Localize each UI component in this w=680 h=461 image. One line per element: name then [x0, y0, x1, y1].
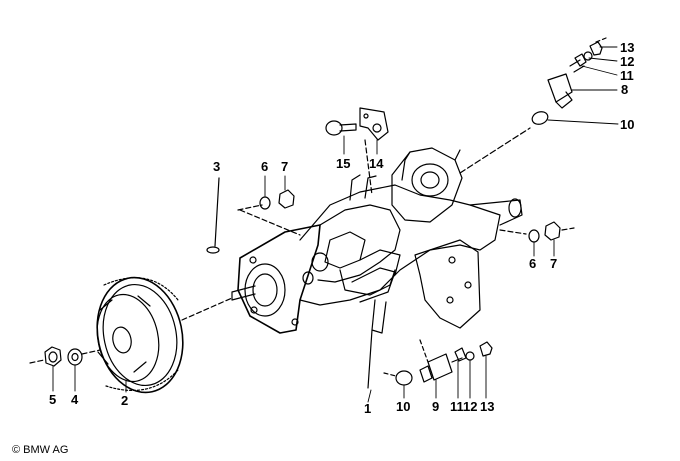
callout-11-bottom: 11: [450, 399, 464, 414]
callout-7-right: 7: [550, 256, 558, 271]
pump-head-housing: [391, 127, 531, 223]
callout-2: 2: [121, 393, 129, 408]
callout-11-top: 11: [620, 68, 634, 83]
callout-10-top: 10: [620, 117, 635, 132]
callout-8: 8: [621, 82, 629, 97]
injection-pump-body: [231, 174, 501, 389]
callout-13-bottom: 13: [480, 399, 495, 414]
nut-7-right: [544, 221, 561, 241]
callout-9: 9: [432, 399, 440, 414]
washer-6-top: [259, 196, 271, 210]
callout-5: 5: [49, 392, 57, 407]
seal-ring-10-bottom: [395, 370, 413, 386]
nut-7-top: [278, 189, 295, 209]
timing-gear: [96, 276, 184, 394]
key-pin-3: [206, 177, 220, 254]
washer-12-bottom: [465, 351, 475, 361]
callout-13-top: 13: [620, 40, 635, 55]
washer-12-top: [583, 51, 593, 61]
screw-15: [325, 120, 357, 136]
bracket-14: [359, 107, 389, 141]
callout-3: 3: [213, 159, 221, 174]
washer-11-top: [574, 53, 587, 67]
callout-6-right: 6: [529, 256, 537, 271]
copyright-notice: © BMW AG: [12, 444, 69, 456]
callout-14: 14: [369, 156, 384, 171]
callout-10-bottom: 10: [396, 399, 411, 414]
callout-1: 1: [364, 401, 372, 416]
washer-4: [67, 348, 83, 366]
mounting-bracket: [414, 198, 527, 329]
solenoid-valve-9: [419, 353, 463, 383]
callout-7-top: 7: [281, 159, 289, 174]
callout-6-top: 6: [261, 159, 269, 174]
callout-4: 4: [71, 392, 79, 407]
solenoid-valve-8: [547, 59, 585, 109]
nut-5: [44, 346, 62, 367]
callout-12-bottom: 12: [463, 399, 478, 414]
washer-6-right: [528, 229, 540, 243]
nut-13-top: [589, 41, 603, 56]
callout-12-top: 12: [620, 54, 635, 69]
nut-13-bottom: [479, 341, 493, 357]
seal-ring-10-top: [531, 111, 549, 125]
callout-15: 15: [336, 156, 351, 171]
